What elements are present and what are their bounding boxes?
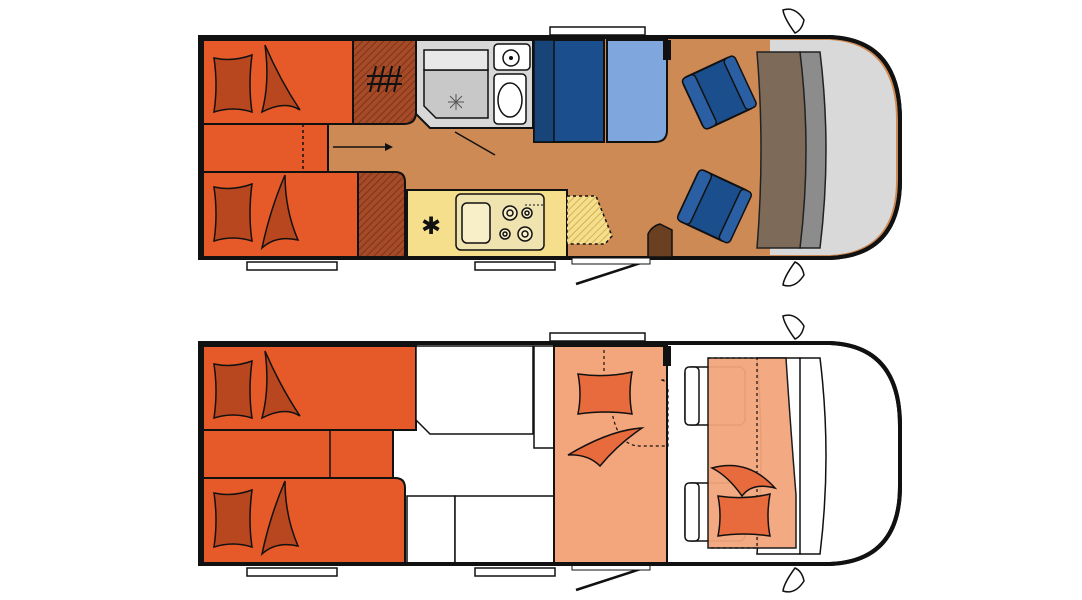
pillow-icon [577,371,633,415]
windshield [799,357,827,555]
fridge [410,193,454,255]
heater-icon [367,65,402,93]
rear-bed-upper [202,345,417,431]
dashboard [756,51,807,249]
wardrobe-lower [357,171,406,258]
blanket-fold-icon [260,44,301,114]
roof-window [549,332,646,342]
day-layout: ✱ [198,8,902,287]
bed-connector [202,123,329,173]
kitchen-outline [454,495,556,564]
pillow-icon [213,182,253,243]
blanket-fold-icon [260,174,300,251]
side-mirror-bottom [782,567,805,593]
kitchen-outline [406,495,456,564]
blanket-fold-icon [260,480,300,557]
door-step [571,257,651,265]
bathroom-outline [415,345,534,435]
cab-seat-passenger [676,169,753,244]
stove-burner-icon [499,205,533,242]
side-window-mid [474,261,556,271]
side-window-left [246,261,338,271]
dinette-bench [533,39,605,143]
snowflake-icon: ✱ [421,212,441,240]
night-layout [198,314,902,593]
arrow-right-icon [333,143,393,151]
washbasin [493,43,531,71]
rear-bed-lower [202,171,359,258]
side-mirror-bottom [782,261,805,287]
rear-bed-lower [202,477,406,564]
shower-drain-icon [448,94,464,110]
windshield [799,51,827,249]
entrance-door-frame [647,223,673,258]
side-window-left [246,567,338,577]
sink-basin [461,202,491,244]
wardrobe-upper [352,39,417,125]
toilet [493,73,527,125]
shower-curtain [423,49,489,71]
partition-wall [663,346,671,366]
blanket-fold-icon [260,350,301,420]
kitchen-extension [566,195,613,245]
drop-down-bed [707,357,797,549]
pillow-icon [717,493,771,537]
dinette-outline [533,345,555,449]
side-mirror-top [782,314,805,340]
pillow-icon [213,488,253,549]
dinette-table [606,39,668,143]
side-mirror-top [782,8,805,34]
bed-connector [202,429,394,479]
pillow-icon [213,359,253,420]
cab-seat-driver [681,55,757,130]
bathroom-door-swing [454,131,496,156]
blanket-fold-icon [709,464,778,498]
partition-wall [663,40,671,60]
blanket-fold-icon [567,427,645,468]
pillow-icon [213,53,253,114]
roof-window [549,26,646,36]
side-window-mid [474,567,556,577]
dinette-bed [553,345,669,564]
rear-bed-upper [202,39,354,125]
